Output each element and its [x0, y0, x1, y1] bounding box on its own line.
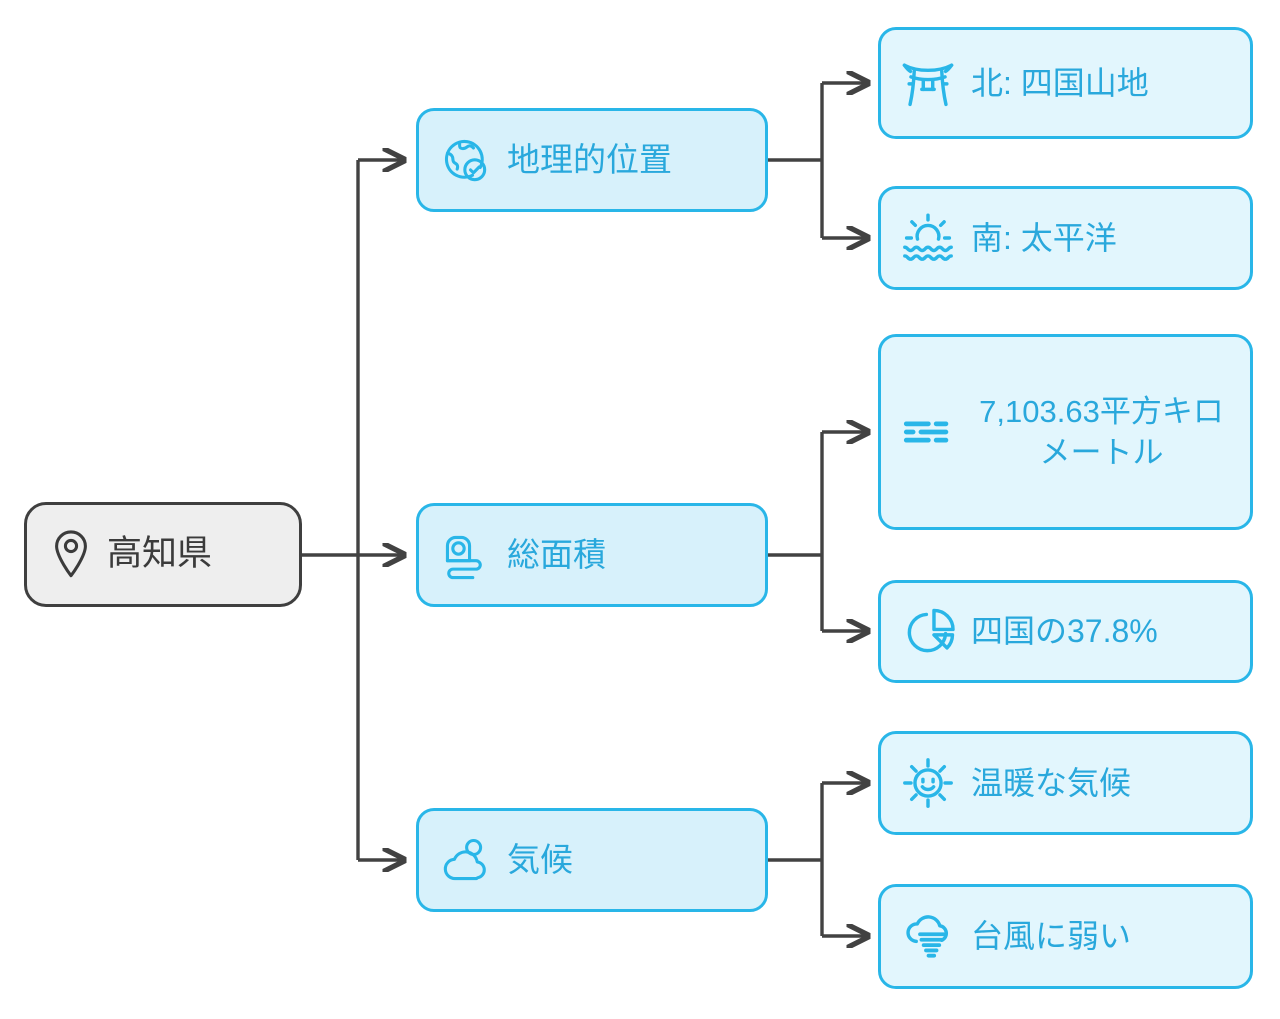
torii-gate-icon [899, 54, 957, 112]
root-node-label: 高知県 [107, 534, 213, 574]
leaf-node-label: 四国の37.8% [971, 613, 1158, 650]
leaf-node-label: 北: 四国山地 [971, 64, 1149, 101]
leaf-node-warm-climate[interactable]: 温暖な気候 [878, 731, 1253, 835]
pie-chart-icon [899, 603, 957, 661]
dashed-lines-icon [899, 403, 957, 461]
branch-node-label: 地理的位置 [507, 140, 672, 178]
sun-behind-cloud-icon [439, 834, 491, 886]
leaf-node-area-share[interactable]: 四国の37.8% [878, 580, 1253, 683]
leaf-node-typhoon[interactable]: 台風に弱い [878, 884, 1253, 989]
leaf-node-area-value[interactable]: 7,103.63平方キロメートル [878, 334, 1253, 530]
globe-check-icon [439, 134, 491, 186]
leaf-node-label: 7,103.63平方キロメートル [979, 393, 1224, 470]
location-pin-icon [49, 528, 93, 582]
tape-measure-icon [439, 529, 491, 581]
leaf-node-south[interactable]: 南: 太平洋 [878, 186, 1253, 290]
leaf-node-label: 台風に弱い [971, 918, 1132, 955]
branch-node-climate[interactable]: 気候 [416, 808, 768, 912]
leaf-node-label: 南: 太平洋 [971, 219, 1117, 256]
leaf-node-label: 温暖な気候 [971, 764, 1132, 801]
cloud-tornado-icon [899, 908, 957, 966]
branch-node-label: 気候 [507, 840, 573, 878]
leaf-node-north[interactable]: 北: 四国山地 [878, 27, 1253, 139]
smiling-sun-icon [899, 754, 957, 812]
sun-over-waves-icon [899, 209, 957, 267]
branch-node-geography[interactable]: 地理的位置 [416, 108, 768, 212]
branch-node-label: 総面積 [507, 535, 606, 573]
root-node-kochi[interactable]: 高知県 [24, 502, 302, 607]
branch-node-total-area[interactable]: 総面積 [416, 503, 768, 607]
